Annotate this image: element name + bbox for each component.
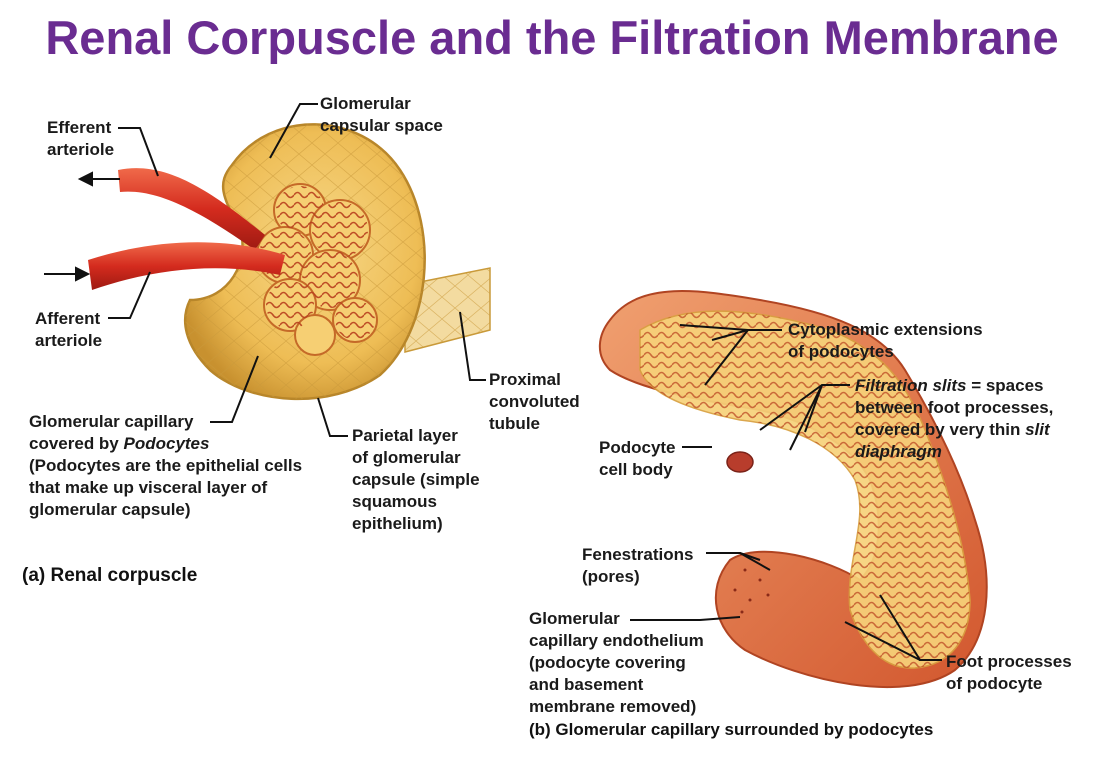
- label-fenestrations: Fenestrations(pores): [582, 545, 694, 586]
- leader-lines: [108, 103, 942, 661]
- label-glomerular-capillary-podocytes: Glomerular capillary covered by Podocyte…: [29, 412, 303, 519]
- caption-renal-corpuscle: (a) Renal corpuscle: [22, 565, 198, 586]
- renal-corpuscle-illustration: [44, 123, 491, 400]
- podocyte-cell-body: [726, 451, 754, 473]
- capillary-illustration: [598, 290, 988, 688]
- label-filtration-slits: Filtration slits = spaces between foot p…: [855, 376, 1054, 461]
- caption-glomerular-capillary: (b) Glomerular capillary surrounded by p…: [529, 720, 934, 739]
- efferent-arteriole: [118, 168, 265, 250]
- afferent-arteriole: [88, 242, 285, 290]
- page-title: Renal Corpuscle and the Filtration Membr…: [45, 11, 1059, 64]
